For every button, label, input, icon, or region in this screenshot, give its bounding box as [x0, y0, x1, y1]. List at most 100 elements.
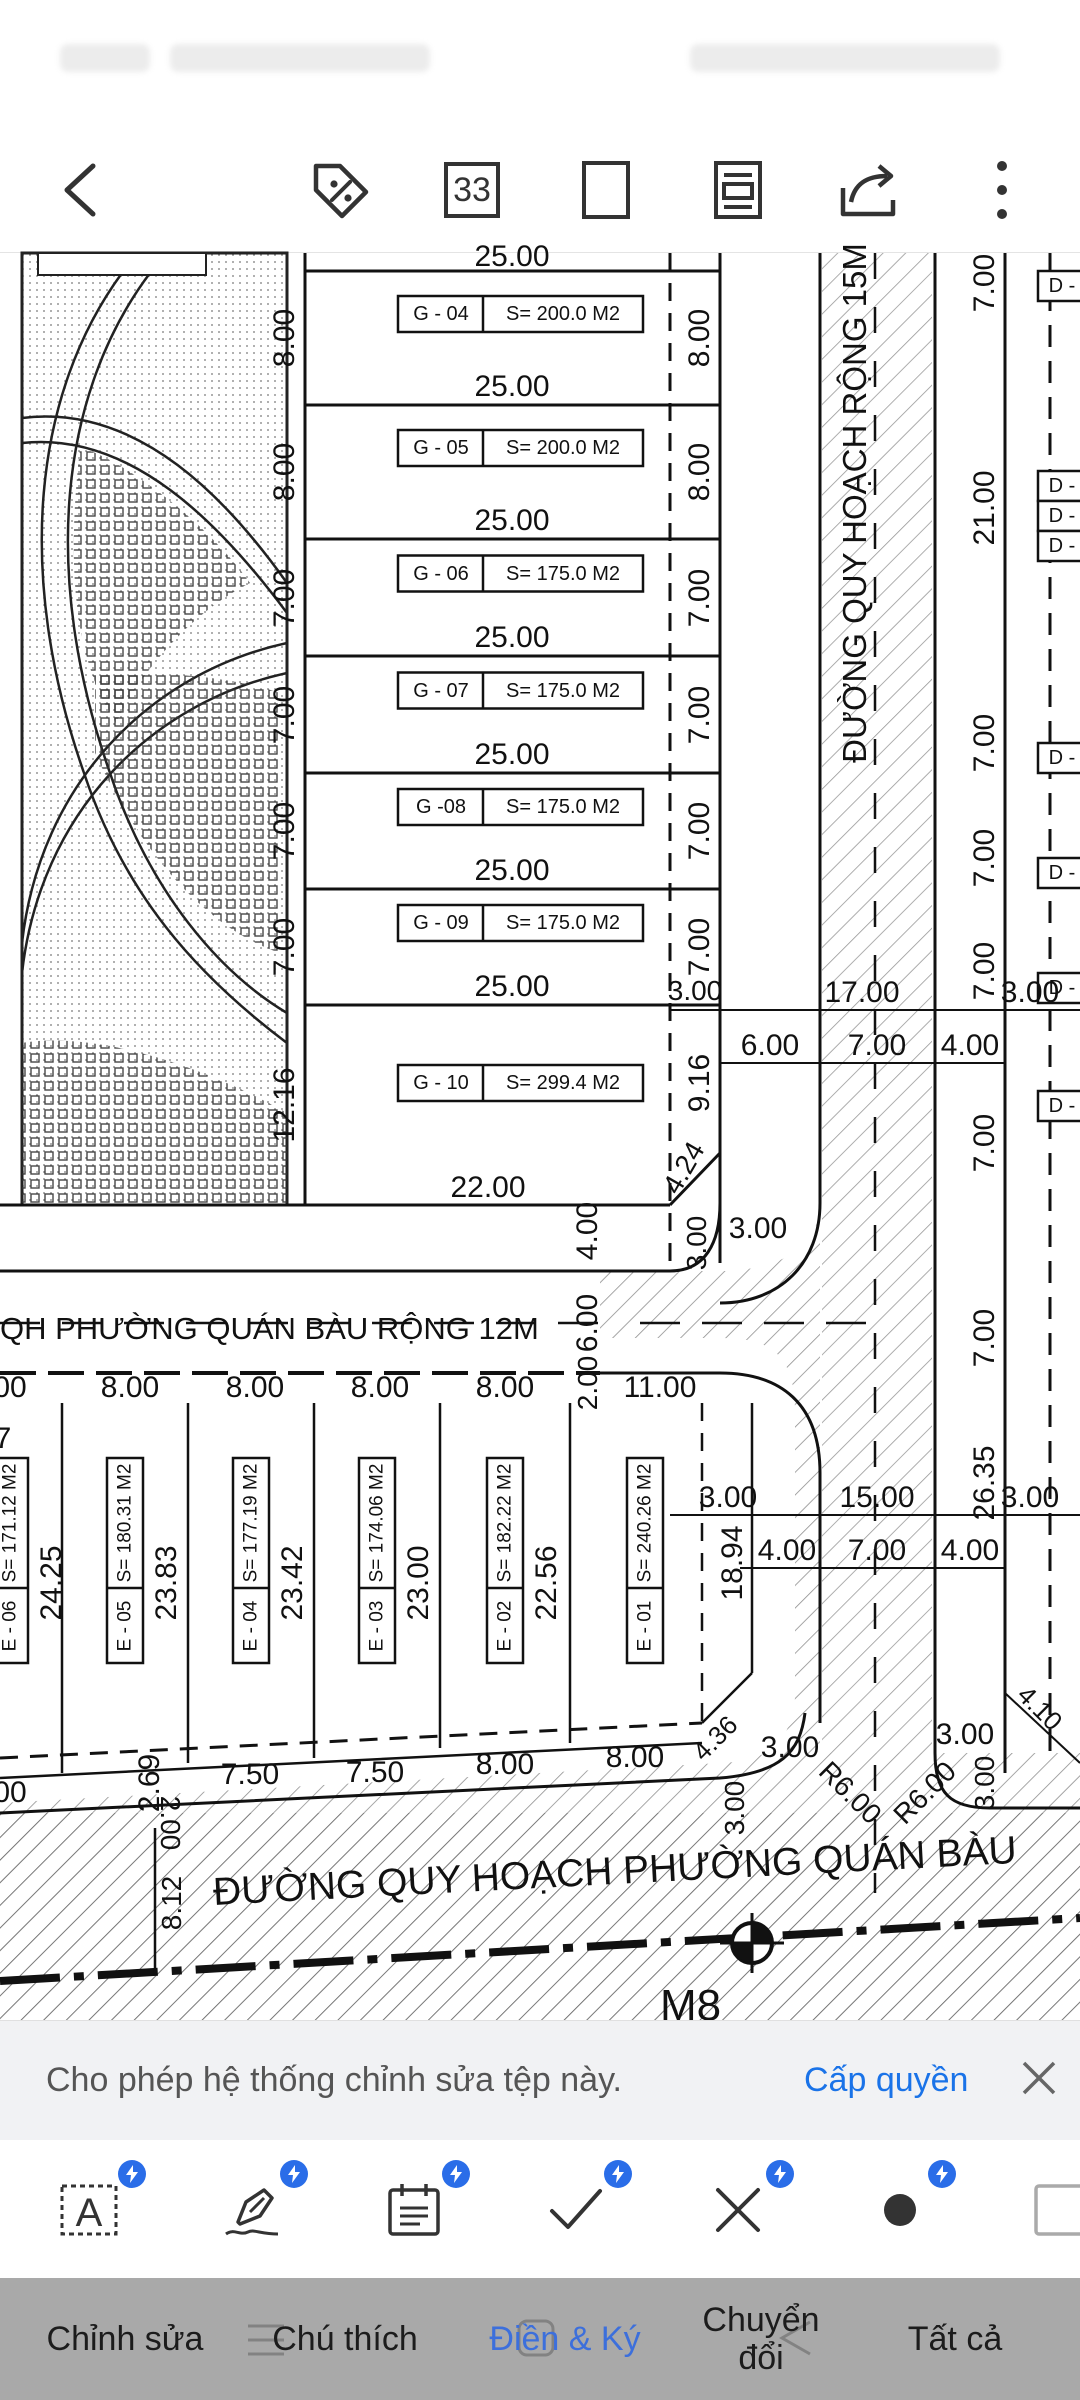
premium-badge-icon — [280, 2160, 308, 2188]
nav-fill-sign[interactable]: Điền & Ký — [489, 2320, 641, 2358]
more-vertical-icon[interactable] — [966, 154, 1038, 226]
dimension-label: 7.00 — [847, 1534, 907, 1567]
close-icon — [1022, 2061, 1056, 2095]
lot-depth-label: 25.00 — [474, 970, 550, 1003]
dimension-label: 3.00 — [667, 975, 723, 1006]
lot-id-label: G - 04 — [413, 303, 469, 325]
fullscreen-icon[interactable] — [570, 154, 642, 226]
right-column-dimension: 7.00 — [968, 713, 1001, 773]
lot-label-box — [485, 1456, 525, 1665]
lot-id-label: E - 04 — [240, 1600, 262, 1652]
dot-tool[interactable] — [860, 2160, 956, 2250]
lot-depth-label: 22.56 — [530, 1545, 563, 1621]
lot-depth-label: 25.00 — [474, 370, 550, 403]
dimension-label: 4.00 — [757, 1534, 817, 1567]
lot-depth-label: 23.42 — [276, 1545, 309, 1621]
lot-height-label: 8.00 — [683, 442, 716, 502]
lot-id-label: G - 07 — [413, 679, 469, 702]
lot-label-box — [396, 1063, 645, 1103]
dimension-label: 3.00 — [681, 1215, 712, 1271]
nav-all[interactable]: Tất cả — [907, 2320, 1003, 2358]
lot-height-label: 7.00 — [268, 801, 301, 861]
d-lot-label-box — [1036, 499, 1080, 533]
dimension-label: 4.00 — [940, 1534, 1000, 1567]
lot-width-label: 8.00 — [100, 1371, 160, 1404]
dimension-label: 3.00 — [719, 1780, 750, 1836]
top-toolbar: 33 — [0, 120, 1080, 252]
lot-area-label: S= 171.12 M2 — [0, 1463, 21, 1583]
lot-depth-label: 23.00 — [402, 1545, 435, 1621]
cross-tool[interactable] — [698, 2160, 794, 2250]
lot-area-label: S= 175.0 M2 — [506, 679, 620, 702]
dimension-label: 3.00 — [1000, 1481, 1060, 1514]
lot-depth-label: 24.25 — [35, 1545, 68, 1621]
nav-edit[interactable]: Chỉnh sửa — [46, 2320, 204, 2358]
lot-id-label: G - 06 — [413, 562, 469, 585]
document-viewer[interactable]: ĐƯỜNG QUY HOẠCH RỘNG 15M QH PHƯỜNG QUÁN … — [0, 242, 1080, 2031]
lot-area-label: S= 174.06 M2 — [366, 1463, 388, 1583]
lot-area-label: S= 177.19 M2 — [240, 1463, 262, 1583]
back-arrow-icon[interactable] — [44, 154, 116, 226]
lot-label-box — [231, 1456, 271, 1665]
dimension-label: 3.00 — [1000, 976, 1060, 1009]
dot-icon — [884, 2194, 916, 2226]
lot-depth-label: 25.00 — [474, 504, 550, 537]
lot-width-label: 00 — [0, 1776, 27, 1809]
rectangle-tool[interactable] — [1030, 2170, 1080, 2250]
lot-label-box — [0, 1456, 30, 1665]
d-lot-id-label: D - — [1048, 1095, 1076, 1117]
right-column-dimension: 26.35 — [968, 1445, 1001, 1521]
lot-id-label: E - 01 — [634, 1600, 656, 1652]
dimension-label: 6.00 — [571, 1293, 604, 1353]
check-tool[interactable] — [536, 2160, 632, 2250]
text-box-icon: A — [60, 2184, 118, 2236]
lot-id-label: E - 06 — [0, 1600, 21, 1652]
lot-depth-label: 25.00 — [474, 621, 550, 654]
premium-badge-icon — [604, 2160, 632, 2188]
lot-depth-label: 23.83 — [150, 1545, 183, 1621]
nav-annotate[interactable]: Chú thích — [272, 2320, 418, 2358]
lot-id-label: E - 05 — [114, 1600, 136, 1652]
lot-area-label: S= 175.0 M2 — [506, 796, 620, 818]
share-icon[interactable] — [834, 154, 906, 226]
lot-id-label: E - 03 — [366, 1600, 388, 1652]
date-tool[interactable] — [374, 2160, 470, 2250]
lot-depth-label: 18.94 — [716, 1525, 749, 1601]
permission-message: Cho phép hệ thống chỉnh sửa tệp này. — [46, 2061, 622, 2099]
lot-label-box — [357, 1456, 397, 1665]
lot-height-label: 7.00 — [683, 801, 716, 861]
grant-permission-button[interactable]: Cấp quyền — [804, 2061, 969, 2099]
lot-label-box — [396, 294, 645, 334]
lot-label-box — [396, 554, 645, 593]
nav-convert[interactable]: Chuyển đổi — [702, 2301, 820, 2377]
rectangle-icon — [1034, 2184, 1080, 2236]
lot-height-label: 9.16 — [683, 1053, 716, 1113]
lot-height-label: 8.00 — [268, 442, 301, 502]
dimension-label: R6.00 — [887, 1755, 963, 1831]
page-count-icon[interactable]: 33 — [436, 154, 508, 226]
text-box-tool[interactable]: A — [50, 2160, 146, 2250]
right-column-dimension: 7.00 — [968, 253, 1001, 313]
plan-labels: ĐƯỜNG QUY HOẠCH RỘNG 15M QH PHƯỜNG QUÁN … — [0, 242, 1080, 2031]
dimension-label: 7.00 — [847, 1029, 907, 1062]
lot-depth-label: 25.00 — [474, 738, 550, 771]
signature-tool[interactable] — [212, 2160, 308, 2250]
fill-sign-toolbar: A — [0, 2140, 1080, 2278]
dimension-label: 3.00 — [698, 1481, 758, 1514]
lot-area-label: S= 299.4 M2 — [506, 1072, 620, 1094]
lot-height-label: 8.00 — [268, 308, 301, 368]
lot-depth-label: 25.00 — [474, 854, 550, 887]
calendar-date-icon — [388, 2184, 440, 2236]
lot-width-label: 7.50 — [220, 1758, 280, 1791]
right-column-dimension: 7.00 — [968, 1113, 1001, 1173]
pen-sign-icon — [225, 2188, 279, 2236]
right-column-dimension: 7.00 — [968, 828, 1001, 888]
close-banner-button[interactable] — [1016, 2055, 1062, 2101]
lot-area-label: S= 200.0 M2 — [506, 303, 620, 325]
lot-label-box — [396, 671, 645, 710]
d-lot-label-box — [1036, 269, 1080, 303]
page-layout-icon[interactable] — [702, 154, 774, 226]
lot-area-label: S= 175.0 M2 — [506, 912, 620, 934]
lot-height-label: 7.00 — [683, 685, 716, 744]
tag-percent-icon[interactable] — [304, 154, 376, 226]
